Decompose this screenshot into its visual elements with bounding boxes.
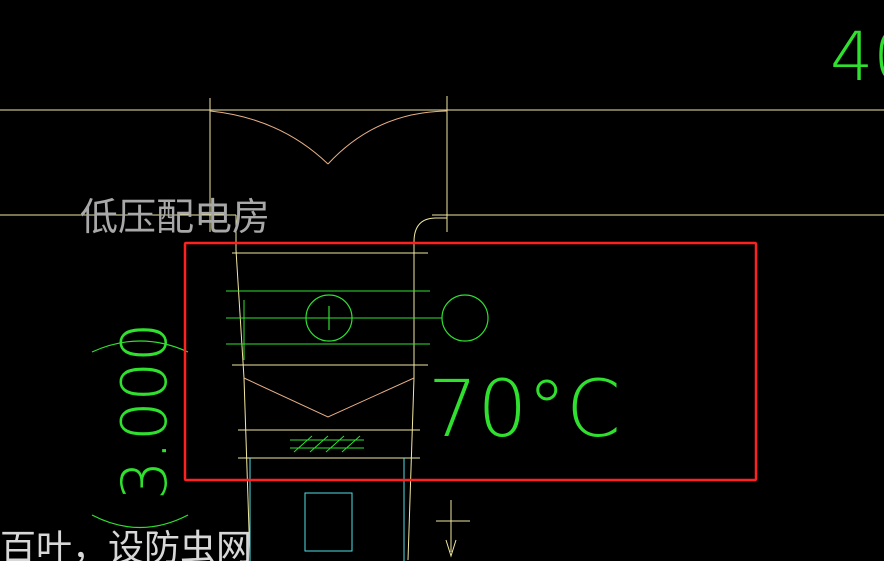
damper-v-shape xyxy=(243,377,415,418)
top-right-number: 40 xyxy=(830,18,884,97)
level-arrow-icon xyxy=(436,500,470,558)
fire-damper-symbol xyxy=(305,294,353,342)
elevation-arc-bottom xyxy=(91,514,189,528)
fan-symbol xyxy=(441,294,489,342)
equipment-box xyxy=(304,492,353,552)
bottom-note-label: 百叶，设防虫网 xyxy=(0,528,252,561)
elevation-label: 3.000 xyxy=(108,323,181,501)
door-swing-arc-right xyxy=(327,110,448,165)
elevation-arc-top xyxy=(91,340,189,353)
room-name-label: 低压配电房 xyxy=(80,195,270,239)
selection-highlight-box xyxy=(183,241,758,482)
filter-hatch xyxy=(290,435,364,453)
duct-shaft-left xyxy=(235,215,251,561)
temperature-label: 70°C xyxy=(428,365,621,455)
door-swing-arc-left xyxy=(209,110,329,165)
